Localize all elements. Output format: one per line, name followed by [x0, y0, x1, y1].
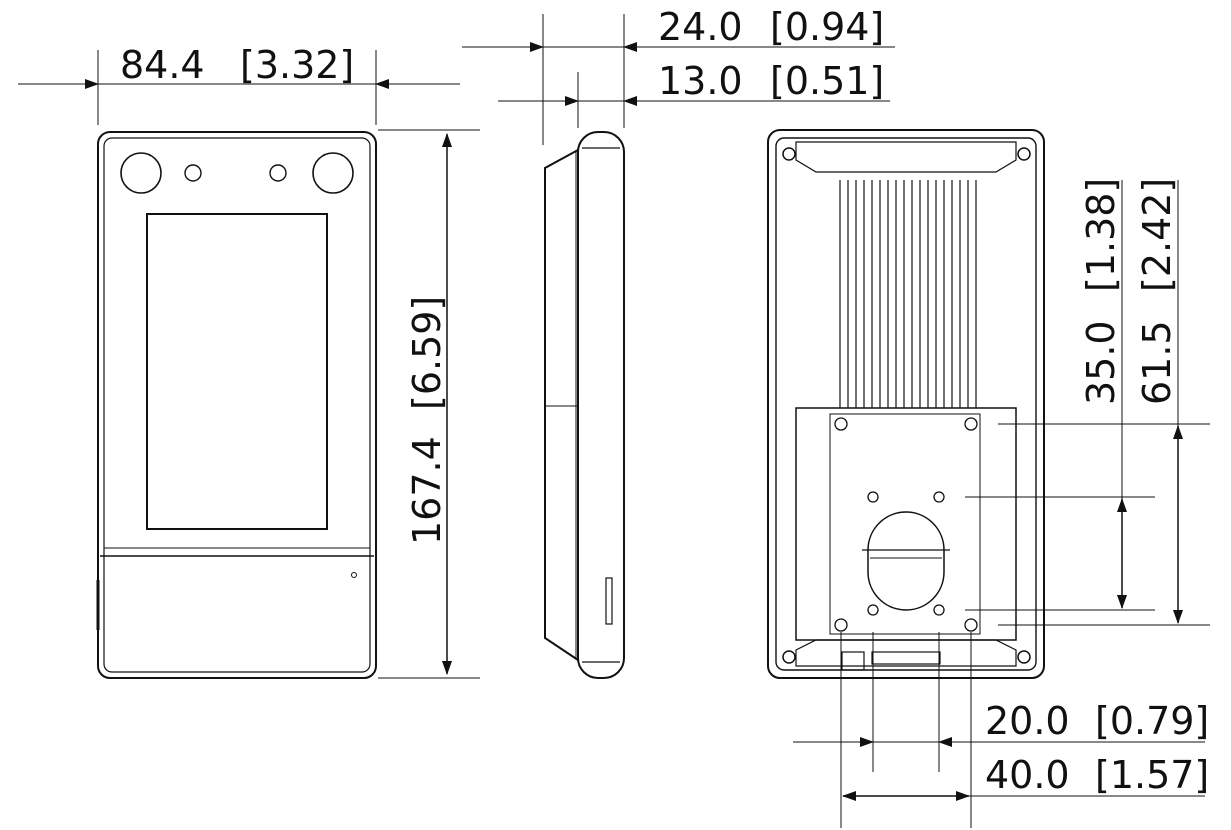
rear-h-small-inch: [0.79] — [1095, 699, 1209, 743]
front-height-inch: [6.59] — [405, 296, 449, 410]
screw-icon — [782, 147, 796, 161]
sensor-right-icon — [269, 164, 287, 182]
rear-v-small-inch: [1.38] — [1079, 178, 1123, 292]
rear-v-large-value: 61.5 — [1135, 320, 1179, 405]
rear-view — [767, 129, 1045, 679]
screw-icon — [1017, 147, 1031, 161]
rear-v-large-inch: [2.42] — [1135, 178, 1179, 292]
front-width-value: 84.4 — [120, 43, 205, 87]
dim-rear-vertical: 35.0 [1.38] 61.5 [2.42] — [965, 178, 1210, 626]
dim-rear-horizontal: 20.0 [0.79] 40.0 [1.57] — [793, 632, 1209, 828]
rear-h-large-value: 40.0 — [985, 753, 1070, 797]
dim-front-height: 167.4 [6.59] — [378, 129, 480, 679]
rear-h-small-value: 20.0 — [985, 699, 1070, 743]
camera-lens-left-icon — [120, 152, 162, 194]
side-depth-body-value: 13.0 — [658, 59, 743, 103]
rear-v-small-value: 35.0 — [1079, 320, 1123, 405]
side-depth-total-value: 24.0 — [658, 5, 743, 49]
rear-h-large-inch: [1.57] — [1095, 753, 1209, 797]
dim-front-width: 84.4 [3.32] — [18, 43, 460, 125]
dim-side-depth: 24.0 [0.94] 13.0 [0.51] — [462, 5, 895, 145]
side-view — [544, 131, 625, 679]
screw-icon — [1017, 650, 1031, 664]
cable-opening — [867, 511, 945, 611]
sensor-left-icon — [184, 164, 202, 182]
front-width-inch: [3.32] — [240, 43, 354, 87]
mounting-plate — [795, 407, 1017, 641]
heat-sink-fins — [839, 180, 977, 408]
front-view — [96, 131, 377, 679]
side-depth-body-inch: [0.51] — [770, 59, 884, 103]
screw-icon — [782, 650, 796, 664]
side-depth-total-inch: [0.94] — [770, 5, 884, 49]
front-height-value: 167.4 — [405, 436, 449, 545]
front-screen — [146, 213, 328, 530]
camera-lens-right-icon — [312, 152, 354, 194]
